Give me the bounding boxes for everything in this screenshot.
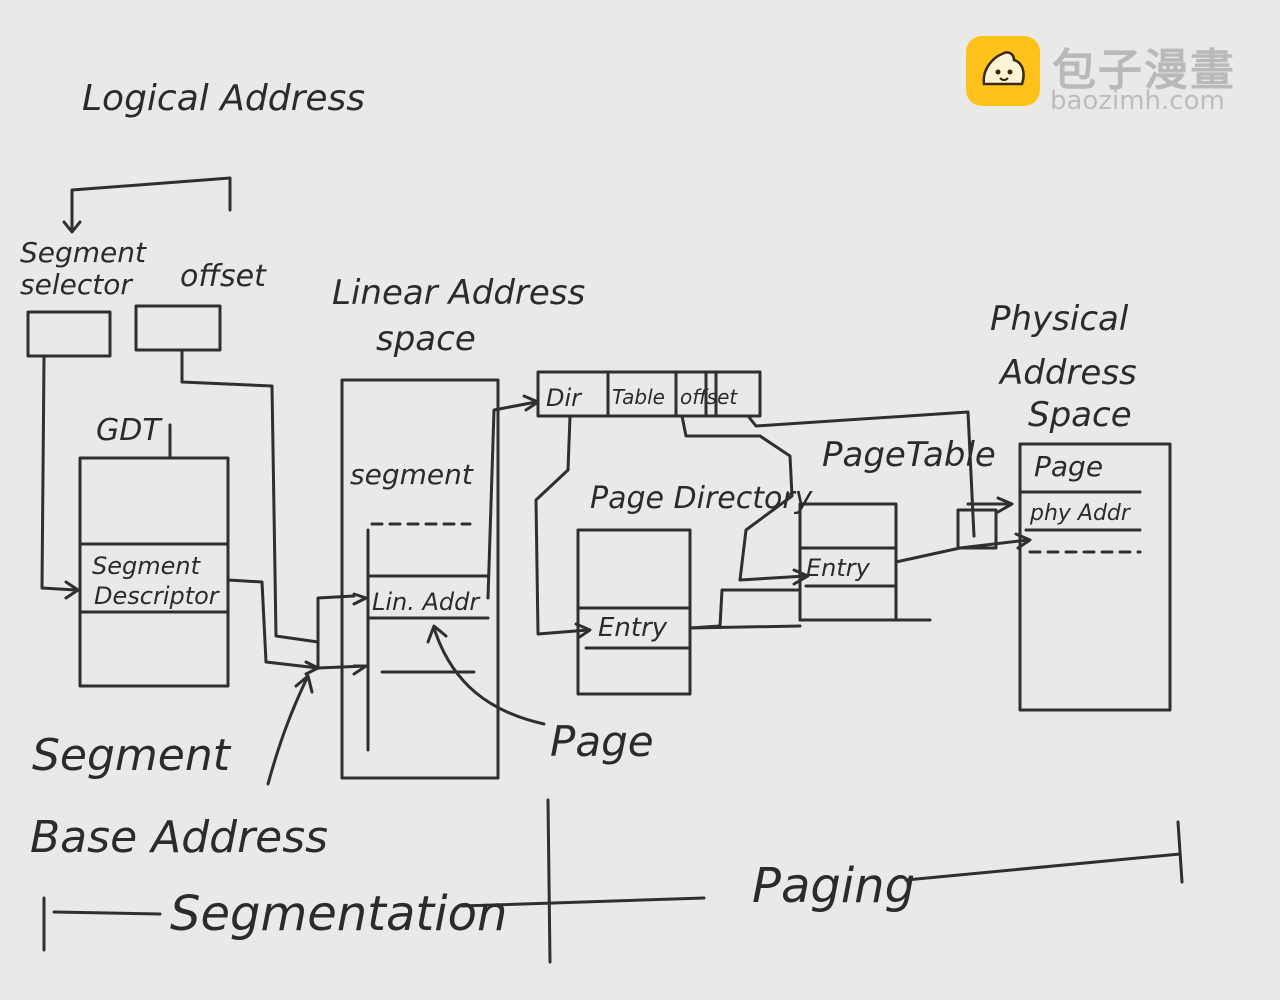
offset-label: offset: [180, 259, 267, 294]
segment-base-label-1: Segment: [32, 730, 232, 781]
linear-address-space: [340, 378, 500, 780]
offset-box: [134, 304, 222, 352]
physical-address-space-label-3: Space: [1028, 395, 1132, 435]
offset-field: offset: [680, 385, 738, 409]
page-label: Page: [550, 717, 654, 766]
segment-base-label-2: Base Address: [30, 812, 328, 863]
offset-to-linear-line: [180, 348, 320, 644]
base-address-arrow: [266, 678, 308, 786]
offset-to-physical-arrow: [746, 410, 976, 538]
segment-selector-label-2: selector: [20, 268, 133, 301]
physical-address-space-label-2: Address: [998, 353, 1137, 393]
page-directory-label: Page Directory: [590, 481, 814, 516]
logical-address-label: Logical Address: [82, 78, 365, 119]
gdt-table: [78, 456, 230, 688]
watermark-brand: 包子漫畫: [1052, 45, 1236, 96]
watermark-url: baozimh.com: [1050, 86, 1225, 116]
segment-descriptor-label-2: Descriptor: [94, 582, 221, 610]
baozi-logo-icon: [966, 36, 1040, 106]
logical-address-bracket: [70, 176, 232, 230]
segmentation-paging-timeline: [42, 798, 1184, 964]
dir-field: Dir: [546, 384, 583, 412]
directory-entry-label: Entry: [598, 613, 668, 643]
segmentation-label: Segmentation: [170, 886, 507, 942]
physical-address-space-label-1: Physical: [990, 299, 1129, 339]
table-field: Table: [612, 385, 665, 409]
page-table-label: PageTable: [822, 435, 996, 475]
paging-label: Paging: [752, 858, 915, 914]
linear-to-dir-arrow: [486, 400, 538, 600]
physical-page-label: Page: [1034, 450, 1103, 483]
linear-address-space-label-2: space: [376, 319, 476, 359]
table-entry-label: Entry: [806, 554, 871, 582]
gdt-label: GDT: [96, 413, 163, 448]
descriptor-to-base-line: [226, 578, 320, 670]
linear-address-fields: [536, 370, 762, 418]
page-directory-table: [576, 528, 692, 696]
page-arrow: [432, 626, 546, 726]
lin-addr-label: Lin. Addr: [372, 588, 481, 616]
segment-descriptor-label-1: Segment: [92, 552, 202, 580]
linear-address-space-label-1: Linear Address: [332, 273, 585, 313]
selector-to-gdt-arrow: [40, 356, 78, 592]
phy-addr-label: phy Addr: [1029, 501, 1132, 526]
segment-in-linear-label: segment: [350, 458, 474, 491]
segment-selector-box: [26, 310, 112, 358]
dir-to-entry-arrow: [534, 414, 590, 636]
segment-selector-label-1: Segment: [20, 236, 147, 269]
physical-address-space: [1018, 442, 1172, 712]
